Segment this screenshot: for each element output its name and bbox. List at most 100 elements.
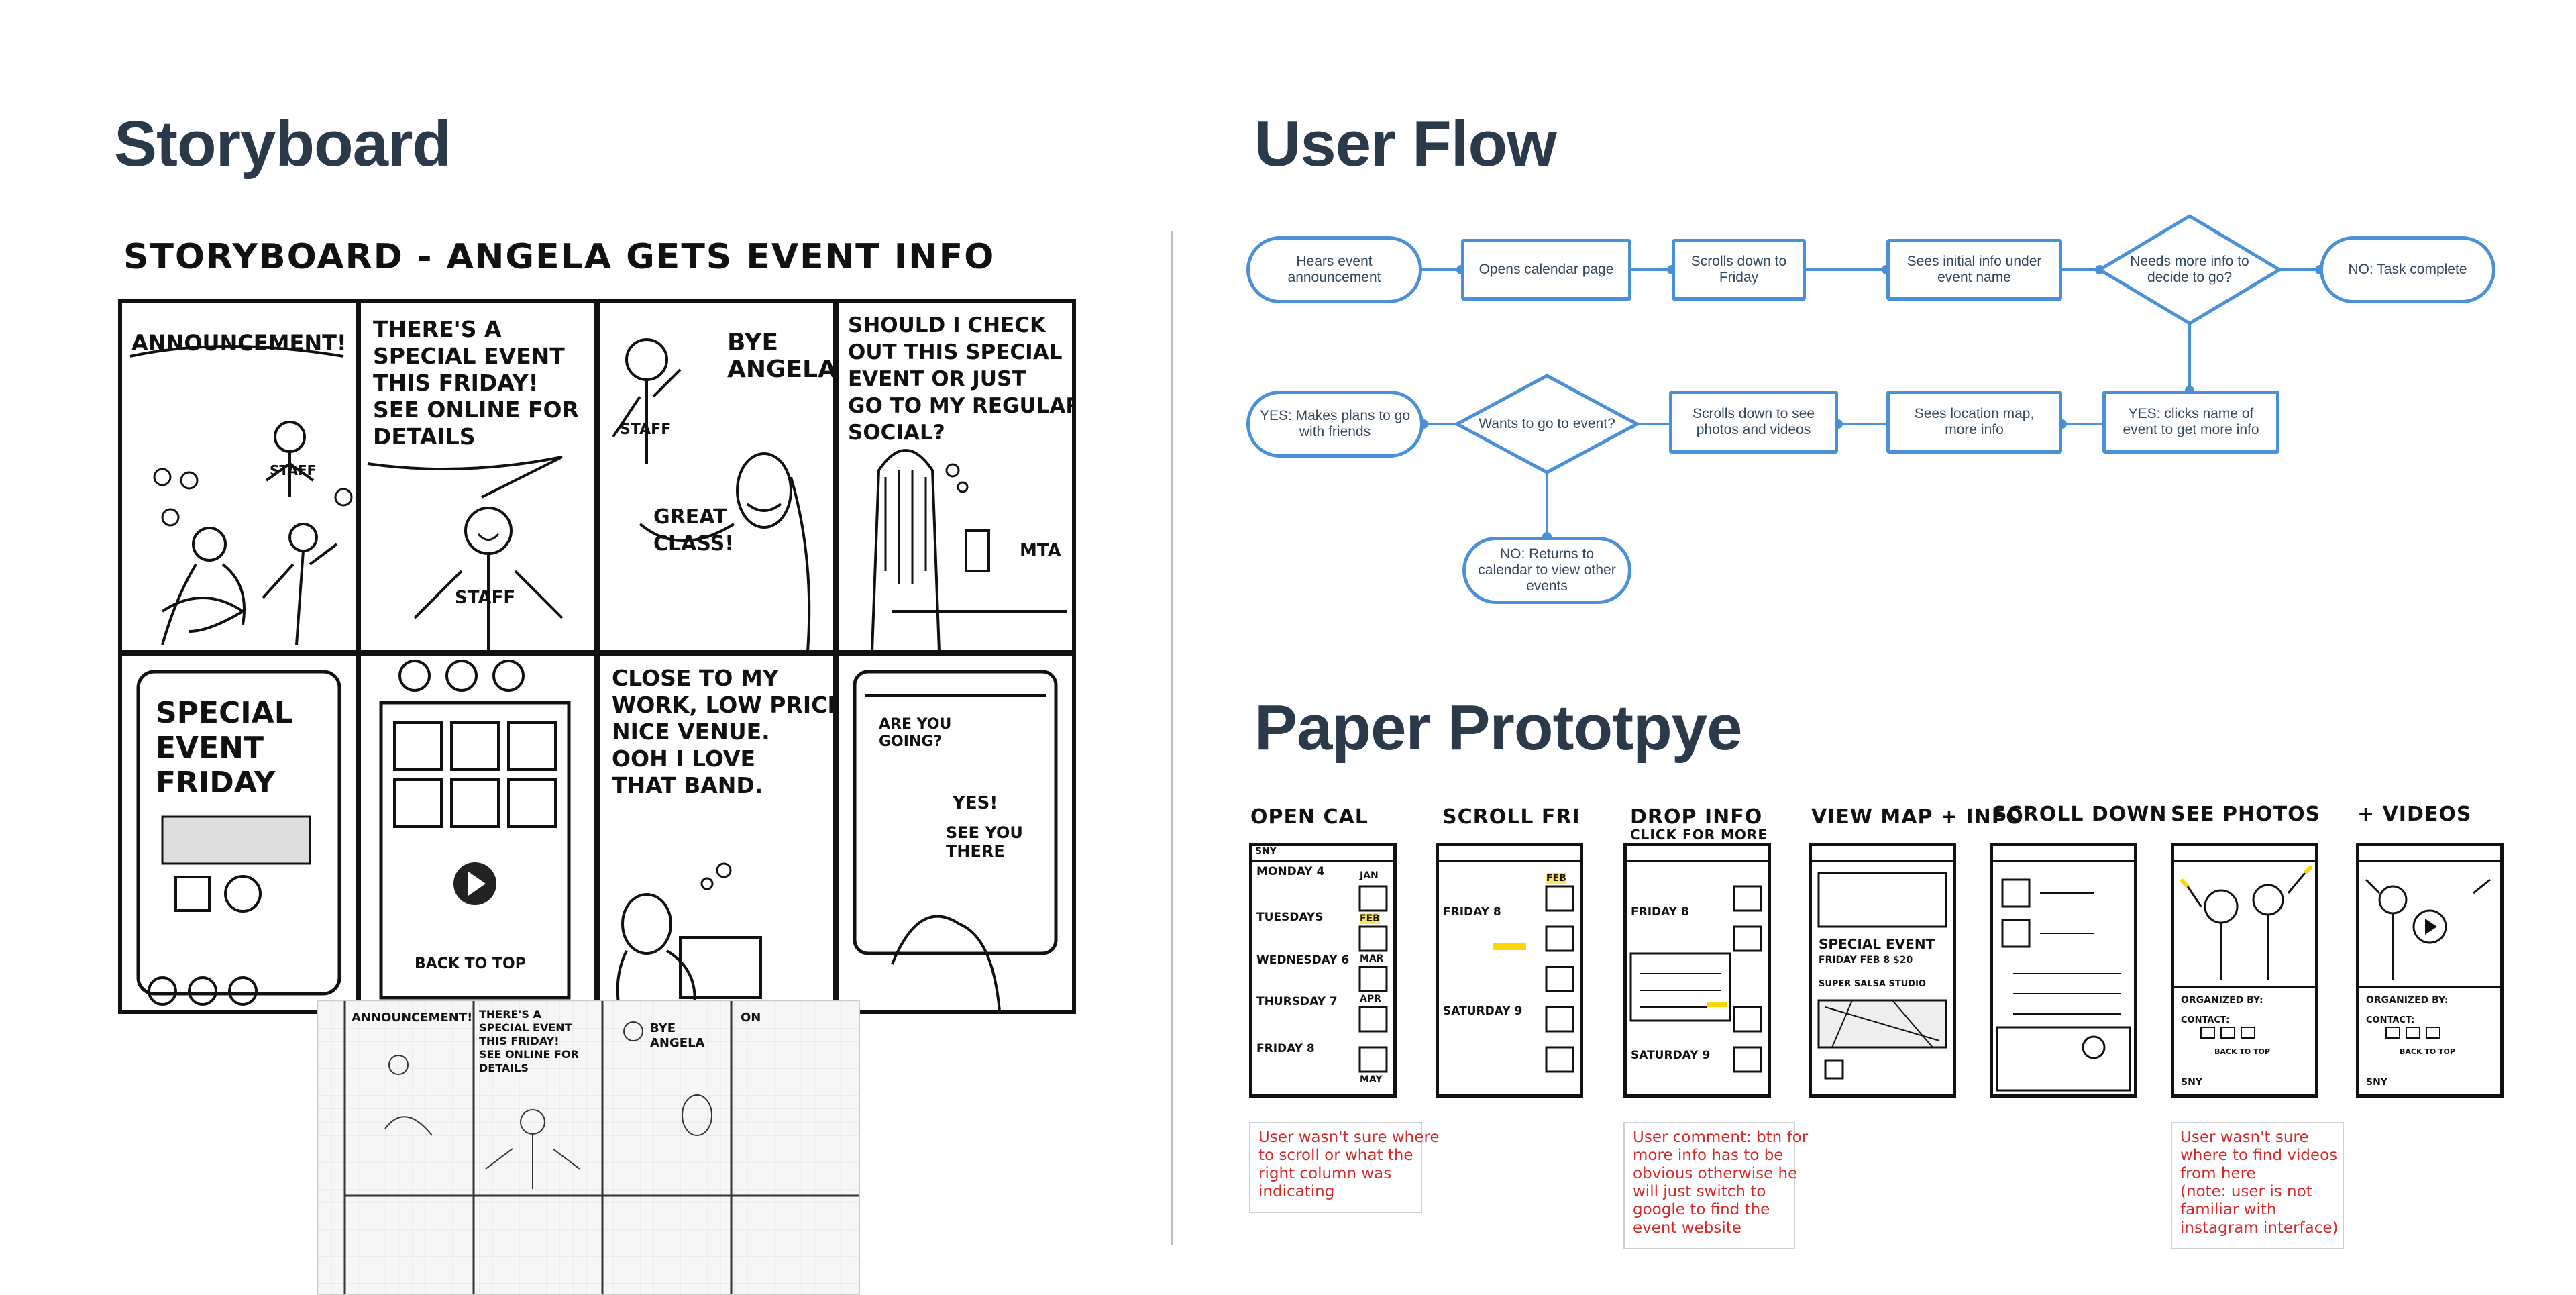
proto-label-open-cal: OPEN CAL <box>1250 805 1368 829</box>
proto-screen-videos: ORGANIZED BY: CONTACT: BACK TO TOP SNY <box>2356 843 2504 1098</box>
view-map-sketch <box>1812 860 1953 1080</box>
flow-node-sees-location-map: Sees location map, more info <box>1886 391 2062 454</box>
open-cal-day-4: THURSDAY 7 <box>1256 995 1338 1008</box>
storyboard-paper-photo: ANNOUNCEMENT! THERE'S A SPECIAL EVENT TH… <box>317 1000 860 1295</box>
open-cal-month-may: MAY <box>1360 1074 1383 1085</box>
open-cal-month-apr: APR <box>1360 994 1381 1004</box>
open-cal-day-5: FRIDAY 8 <box>1256 1042 1315 1055</box>
flow-node-clicks-name: YES: clicks name of event to get more in… <box>2102 391 2279 454</box>
panel-8-caption: ARE YOU GOING? <box>879 716 952 750</box>
open-cal-month-jan: JAN <box>1360 870 1379 881</box>
videos-sketch <box>2359 860 2500 1039</box>
panel-8-extra: SEE YOU THERE <box>946 823 1023 861</box>
storyboard-panel-4: SHOULD I CHECK OUT THIS SPECIAL EVENT OR… <box>835 299 1076 654</box>
flow-node-opens-calendar: Opens calendar page <box>1461 239 1631 301</box>
storyboard-heading: Storyboard <box>114 108 451 180</box>
drop-info-sketch <box>1627 860 1768 1073</box>
proto-label-scroll-down: SCROLL DOWN <box>1992 802 2167 826</box>
scroll-fri-day-1: FRIDAY 8 <box>1443 905 1501 919</box>
open-cal-month-mar: MAR <box>1360 953 1384 964</box>
flow-node-task-complete: NO: Task complete <box>2320 236 2496 303</box>
videos-organized-by: ORGANIZED BY: <box>2366 995 2449 1006</box>
proto-label-videos: + VIDEOS <box>2357 802 2472 826</box>
scroll-fri-day-2: SATURDAY 9 <box>1443 1004 1523 1018</box>
panel-1-figures <box>129 345 353 645</box>
proto-screen-view-map: SPECIAL EVENT FRIDAY FEB 8 $20 SUPER SAL… <box>1809 843 1956 1098</box>
photo-caption-1: ANNOUNCEMENT! <box>352 1011 473 1025</box>
proto-label-see-photos: SEE PHOTOS <box>2171 802 2321 826</box>
proto-label-drop-info: DROP INFO <box>1630 805 1763 829</box>
panel-2-figures <box>367 456 564 650</box>
proto-label-scroll-fri: SCROLL FRI <box>1442 805 1580 829</box>
open-cal-day-3: WEDNESDAY 6 <box>1256 953 1350 967</box>
scroll-fri-month-feb: FEB <box>1546 873 1566 884</box>
panel-8-phone <box>853 670 1058 1010</box>
proto-screen-drop-info: FRIDAY 8 SATURDAY 9 <box>1623 843 1771 1098</box>
view-map-event-details: FRIDAY FEB 8 $20 <box>1819 955 1913 966</box>
panel-4-caption: SHOULD I CHECK OUT THIS SPECIAL EVENT OR… <box>848 313 1076 445</box>
open-cal-brand: SNY <box>1255 846 1277 857</box>
photo-caption-2: THERE'S A SPECIAL EVENT THIS FRIDAY! SEE… <box>479 1008 579 1074</box>
panel-5-caption: SPECIAL EVENT FRIDAY <box>156 696 293 800</box>
see-photos-back-to-top: BACK TO TOP <box>2214 1047 2270 1056</box>
photo-caption-3: BYE ANGELA <box>650 1021 705 1050</box>
open-cal-sketch <box>1252 860 1393 1073</box>
open-cal-day-2: TUESDAYS <box>1256 911 1324 924</box>
user-note-open-cal: User wasn't sure where to scroll or what… <box>1249 1122 1439 1213</box>
panel-8-label: YES! <box>953 793 998 813</box>
needs-more-info-label: Needs more info to decide to go? <box>2130 254 2249 285</box>
panel-6-phone <box>379 660 571 1000</box>
section-divider <box>1171 231 1173 1245</box>
panel-2-caption: THERE'S A SPECIAL EVENT THIS FRIDAY! SEE… <box>373 316 579 450</box>
flow-node-hears-announcement: Hears event announcement <box>1246 236 1422 303</box>
storyboard-title: STORYBOARD - ANGELA GETS EVENT INFO <box>123 237 996 277</box>
storyboard-panel-1: ANNOUNCEMENT! STAFF <box>118 299 360 654</box>
wants-to-go-label: Wants to go to event? <box>1479 416 1615 431</box>
storyboard-panel-8: ARE YOU GOING? YES! SEE YOU THERE <box>835 652 1076 1014</box>
proto-screen-scroll-down <box>1990 843 2137 1098</box>
panel-3-extra: GREAT CLASS! <box>653 505 734 556</box>
panel-3-caption: BYE ANGELA <box>727 329 837 383</box>
flow-node-scrolls-friday: Scrolls down to Friday <box>1672 239 1806 301</box>
proto-screen-scroll-fri: FRIDAY 8 SATURDAY 9 FEB <box>1436 843 1583 1098</box>
panel-4-extra: MTA <box>1020 541 1061 561</box>
panel-7-caption: CLOSE TO MY WORK, LOW PRICE NICE VENUE. … <box>612 665 837 798</box>
panel-3-figures <box>612 338 811 650</box>
photo-caption-4: ON <box>741 1011 761 1025</box>
user-note-drop-info: User comment: btn for more info has to b… <box>1623 1122 1808 1249</box>
drop-info-day-2: SATURDAY 9 <box>1631 1049 1711 1062</box>
storyboard-panel-6: BACK TO TOP <box>357 652 598 1014</box>
flow-node-returns-calendar: NO: Returns to calendar to view other ev… <box>1462 537 1631 604</box>
videos-contact: CONTACT: <box>2366 1015 2415 1025</box>
storyboard-panel-3: BYE ANGELA GREAT CLASS! STAFF <box>596 299 837 654</box>
see-photos-sketch <box>2174 860 2315 1039</box>
scroll-fri-sketch <box>1439 860 1580 1073</box>
proto-label-drop-info-sub: CLICK FOR MORE <box>1630 827 1768 843</box>
storyboard-panel-2: THERE'S A SPECIAL EVENT THIS FRIDAY! SEE… <box>357 299 598 654</box>
proto-label-view-map: VIEW MAP + INFO <box>1811 805 2024 829</box>
flow-node-needs-more-info: Needs more info to decide to go? <box>2120 236 2259 303</box>
flow-node-makes-plans: YES: Makes plans to go with friends <box>1246 391 1424 458</box>
panel-4-figures <box>871 449 1067 650</box>
see-photos-organized-by: ORGANIZED BY: <box>2181 995 2263 1006</box>
proto-screen-open-cal: SNY MONDAY 4 TUESDAYS WEDNESDAY 6 THURSD… <box>1249 843 1397 1098</box>
panel-1-label: STAFF <box>270 462 317 478</box>
scroll-down-sketch <box>1993 860 2134 1092</box>
see-photos-contact: CONTACT: <box>2181 1015 2230 1025</box>
panel-7-figures <box>616 862 762 1010</box>
storyboard-grid-paper <box>318 1001 859 1294</box>
view-map-event-venue: SUPER SALSA STUDIO <box>1819 979 1926 989</box>
panel-5-phone <box>136 670 341 1006</box>
videos-brand: SNY <box>2366 1077 2387 1088</box>
flow-node-wants-to-go: Wants to go to event? <box>1476 396 1618 452</box>
flow-node-sees-initial-info: Sees initial info under event name <box>1886 239 2062 301</box>
view-map-event-title: SPECIAL EVENT <box>1819 936 1935 952</box>
flow-node-scrolls-photos: Scrolls down to see photos and videos <box>1669 391 1838 454</box>
see-photos-brand: SNY <box>2181 1077 2202 1088</box>
panel-2-label: STAFF <box>455 588 516 608</box>
proto-screen-see-photos: ORGANIZED BY: CONTACT: BACK TO TOP SNY <box>2171 843 2318 1098</box>
user-note-see-photos: User wasn't sure where to find videos fr… <box>2171 1122 2344 1249</box>
storyboard-panel-5: SPECIAL EVENT FRIDAY <box>118 652 360 1014</box>
open-cal-month-feb: FEB <box>1360 913 1380 924</box>
storyboard-panel-7: CLOSE TO MY WORK, LOW PRICE NICE VENUE. … <box>596 652 837 1014</box>
